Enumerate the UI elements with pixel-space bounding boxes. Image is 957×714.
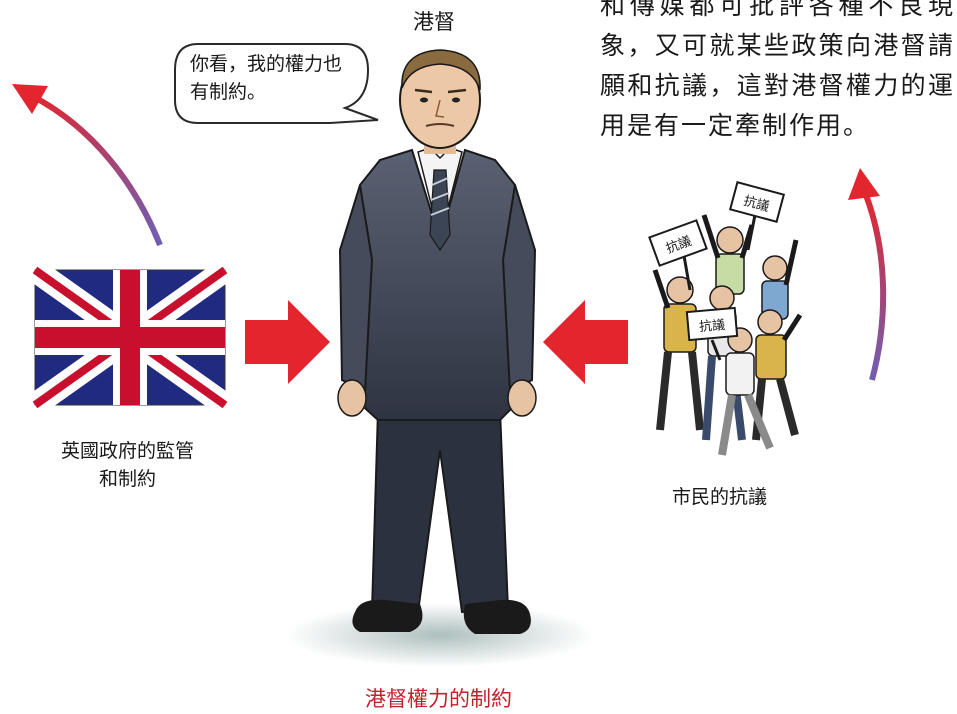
arrow-left-icon: [543, 300, 628, 384]
protest-sign-text-3: 抗議: [699, 318, 726, 335]
protester: [752, 309, 803, 441]
speech-bubble: [174, 43, 379, 124]
arrow-right-icon: [245, 300, 330, 384]
explanation-paragraph: 和傳媒都可批評各種不良現象，又可就某些政策向港督請願和抗議，這對港督權力的運用是…: [600, 0, 955, 140]
figure-caption: 港督權力的制約: [365, 687, 512, 711]
protesters-group: 抗議 抗議 抗議: [648, 181, 803, 456]
protest-sign-text-2: 抗議: [742, 194, 771, 215]
ground-shadow: [285, 603, 595, 667]
protest-sign: 抗議: [728, 181, 786, 223]
protester: [701, 214, 755, 295]
uk-government-label: 英國政府的監管和制約: [60, 440, 194, 490]
curved-arrow-right-icon: [848, 168, 887, 381]
governor-figure: [337, 49, 537, 634]
protest-sign: 抗議: [685, 306, 739, 342]
protester: [652, 269, 704, 431]
union-jack-flag: [28, 260, 232, 415]
protest-sign: 抗議: [648, 219, 708, 267]
governor-label: 港督: [413, 10, 455, 34]
protester: [761, 239, 799, 320]
citizens-protest-label: 市民的抗議: [672, 486, 768, 508]
curved-arrow-left-icon: [12, 84, 163, 247]
speech-bubble-text: 你看，我的權力也有制約。: [190, 53, 343, 103]
